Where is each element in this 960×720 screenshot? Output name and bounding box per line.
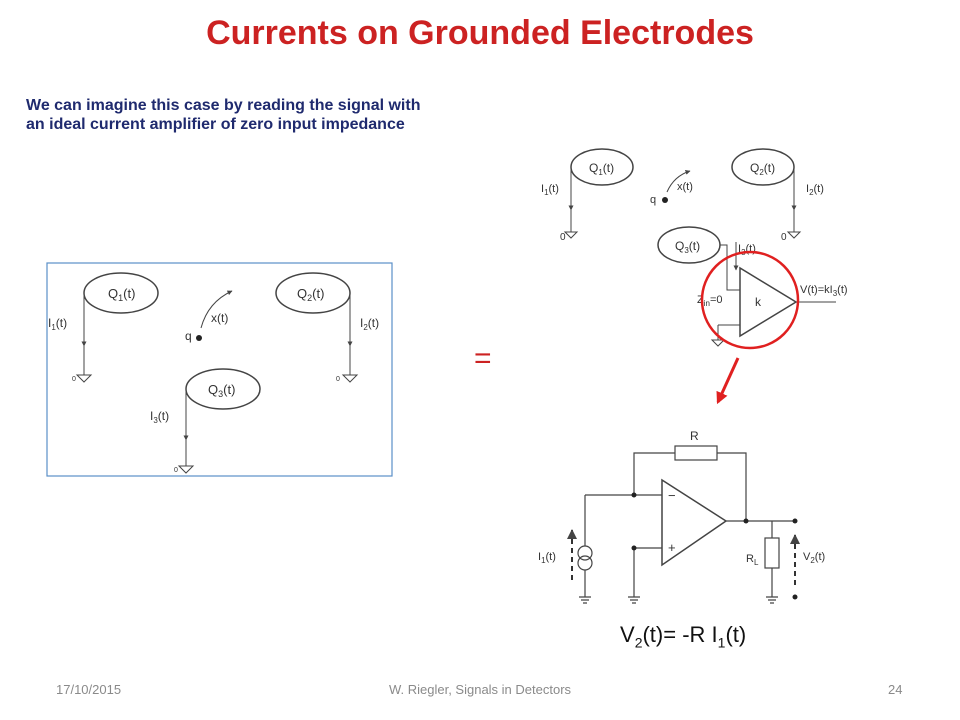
highlight-circle <box>700 250 800 350</box>
amplifier-gain-label: k <box>755 295 762 309</box>
left-ground-3: 0 <box>174 467 178 474</box>
left-electrode-diagram: Q1(t) I1(t) 0 Q2(t) I2(t) 0 Q3(t) I3(t) … <box>46 262 393 477</box>
equals-sign: = <box>474 342 492 375</box>
feedback-resistor-label: R <box>690 429 699 443</box>
intro-line-1: We can imagine this case by reading the … <box>26 97 421 114</box>
intro-line-2: an ideal current amplifier of zero input… <box>26 116 405 133</box>
right-electrode-q2: Q2(t) I2(t) 0 <box>731 148 824 243</box>
right-current-amplifier: k Zin=0 V(t)=kI3(t) <box>697 266 848 347</box>
right-motion-arrow <box>666 169 691 193</box>
footer-author: W. Riegler, Signals in Detectors <box>388 682 572 697</box>
transfer-formula: V2(t)= -R I1(t) <box>620 622 747 651</box>
left-i2-label: I2(t) <box>360 316 379 332</box>
left-ground-1: 0 <box>72 376 76 383</box>
transimpedance-circuit: R − + I1(t) RL V2(t) <box>538 429 825 604</box>
left-ground-2: 0 <box>336 376 340 383</box>
left-charge-dot <box>196 335 202 341</box>
right-electrode-q1: Q1(t) I1(t) 0 <box>541 148 634 243</box>
right-electrode-diagram: Q1(t) I1(t) 0 Q2(t) I2(t) 0 Q3(t) I3(t) … <box>541 148 848 405</box>
feedback-resistor <box>674 445 718 461</box>
op-amp-plus: + <box>668 540 676 555</box>
right-position-label: x(t) <box>677 181 693 193</box>
right-q2-label: Q2(t) <box>750 161 775 177</box>
left-electrode-q3: Q3(t) I3(t) 0 <box>150 368 261 474</box>
output-voltage-label: V2(t) <box>803 551 825 565</box>
right-q1-label: Q1(t) <box>589 161 614 177</box>
right-charge-dot <box>662 197 668 203</box>
op-amp <box>661 478 728 567</box>
input-current-label: I1(t) <box>538 551 556 565</box>
right-i1-label: I1(t) <box>541 183 559 197</box>
left-i3-label: I3(t) <box>150 409 169 425</box>
right-q3-label: Q3(t) <box>675 239 700 255</box>
left-q3-label: Q3(t) <box>208 382 235 399</box>
right-charge-label: q <box>650 194 656 206</box>
intro-text: We can imagine this case by reading the … <box>26 96 526 134</box>
right-i2-label: I2(t) <box>806 183 824 197</box>
load-resistor <box>764 537 780 569</box>
left-i1-label: I1(t) <box>48 316 67 332</box>
left-motion-arrow <box>200 290 233 329</box>
left-position-label: x(t) <box>211 311 228 325</box>
left-diagram-frame <box>46 262 393 477</box>
left-q2-label: Q2(t) <box>297 286 324 303</box>
left-charge-label: q <box>185 329 192 343</box>
left-electrode-q1: Q1(t) I1(t) 0 <box>48 272 159 383</box>
load-resistor-label: RL <box>746 553 759 567</box>
right-i3-label: I3(t) <box>738 243 756 257</box>
left-q1-label: Q1(t) <box>108 286 135 303</box>
right-ground-1: 0 <box>560 232 566 243</box>
op-amp-minus: − <box>668 488 676 503</box>
current-source <box>577 545 593 561</box>
slide-title: Currents on Grounded Electrodes <box>206 14 754 52</box>
footer-page-number: 24 <box>888 682 903 697</box>
left-electrode-q2: Q2(t) I2(t) 0 <box>275 272 379 383</box>
footer-date: 17/10/2015 <box>56 682 122 697</box>
vout-label: V(t)=kI3(t) <box>800 284 848 298</box>
highlight-arrow <box>716 357 740 405</box>
zin-label: Zin=0 <box>697 294 723 308</box>
right-ground-2: 0 <box>781 232 787 243</box>
